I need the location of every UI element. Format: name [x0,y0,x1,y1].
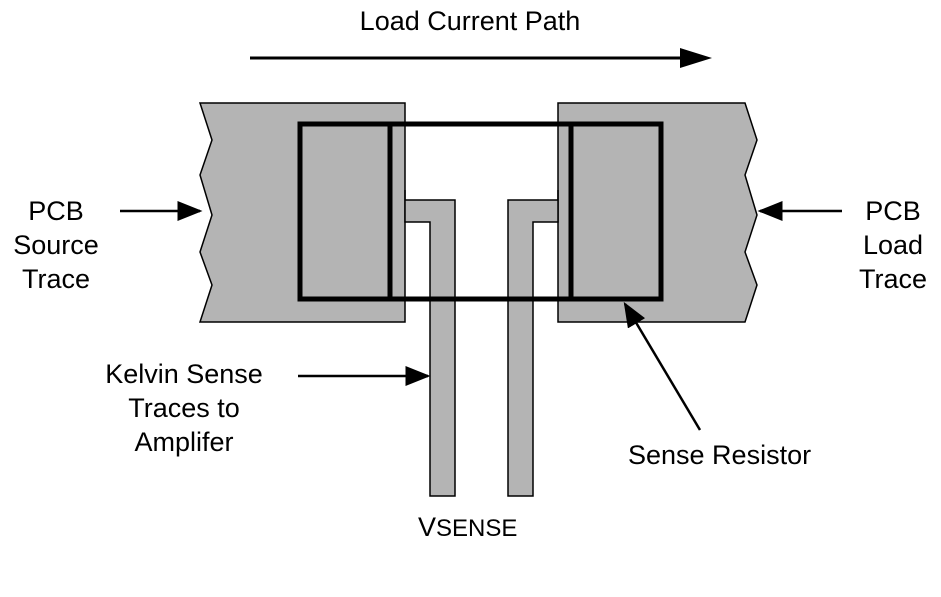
kelvin-right-fill [559,104,568,221]
source-trace-line-3: Trace [21,264,90,294]
source-trace-label: PCB Source Trace [0,194,112,296]
load-trace-line-2: Load [862,230,924,260]
kelvin-line-1: Kelvin Sense [105,359,263,389]
current-path-label: Load Current Path [359,6,581,36]
kelvin-trace-right [507,190,559,497]
kelvin-trace-left [404,190,456,497]
source-trace-line-2: Source [13,230,99,260]
kelvin-line-3: Amplifer [134,427,234,457]
sense-resistor-label: Sense Resistor [628,440,812,470]
sense-resistor-arrow [623,301,702,431]
pcb-load-trace [557,102,758,323]
load-trace-line-3: Trace [858,264,927,294]
sense-resistor-body [297,121,664,302]
vsense-subscript: SENSE [436,515,518,542]
source-trace-line-1: PCB [28,196,84,226]
current-path-arrow [250,48,712,68]
kelvin-line-2: Traces to [128,393,240,423]
load-trace-label: PCB Load Trace [848,194,938,296]
load-trace-line-1: PCB [865,196,921,226]
kelvin-left-fill [395,104,404,221]
vsense-main: V [418,512,437,542]
vsense-label: VSENSE [418,510,517,546]
kelvin-traces-label: Kelvin Sense Traces to Amplifer [74,357,294,459]
